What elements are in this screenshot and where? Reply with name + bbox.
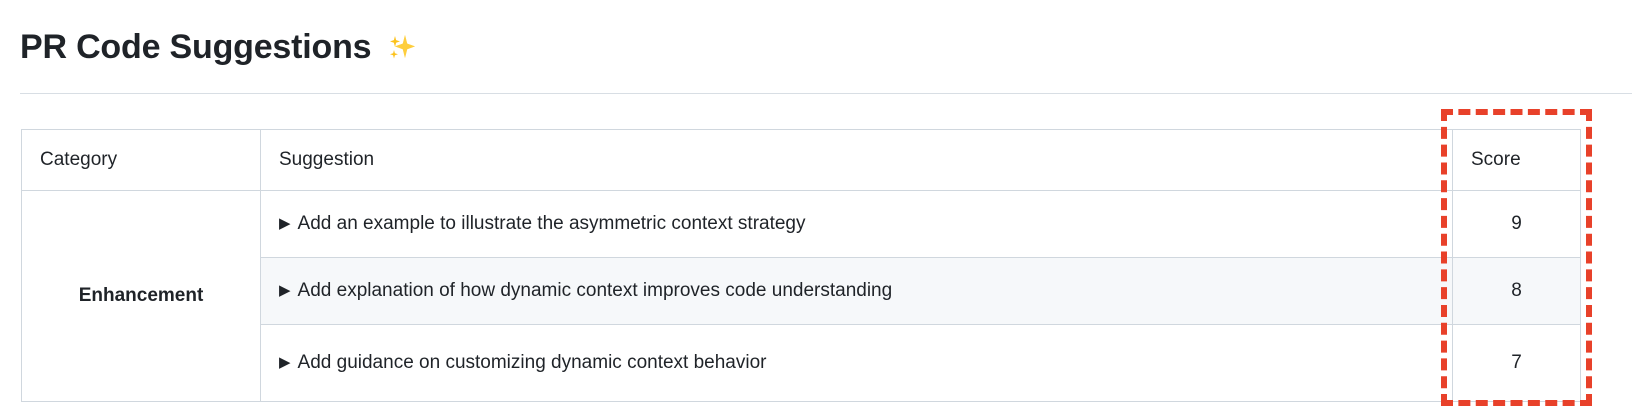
suggestions-table: Category Suggestion Score Enhancement ▶ A… xyxy=(21,129,1581,402)
title-block: PR Code Suggestions xyxy=(20,24,1612,70)
score-cell: 8 xyxy=(1452,257,1581,325)
table-header-row: Category Suggestion Score xyxy=(21,129,1581,191)
title-divider xyxy=(20,93,1632,94)
table-row: Enhancement ▶ Add an example to illustrat… xyxy=(21,190,1581,402)
disclosure-triangle-icon[interactable]: ▶ xyxy=(279,282,291,299)
disclosure-triangle-icon[interactable]: ▶ xyxy=(279,354,291,371)
suggestion-text: Add guidance on customizing dynamic cont… xyxy=(297,352,767,373)
score-cell: 7 xyxy=(1452,324,1581,402)
table-header: Category Suggestion Score xyxy=(21,129,1581,191)
column-header-score: Score xyxy=(1452,129,1581,191)
table-body: Enhancement ▶ Add an example to illustrat… xyxy=(21,190,1581,402)
column-header-suggestion: Suggestion xyxy=(260,129,1453,191)
sparkles-icon xyxy=(383,31,417,65)
category-cell-enhancement: Enhancement xyxy=(21,190,261,402)
page-title-text: PR Code Suggestions xyxy=(20,28,372,66)
score-cell: 9 xyxy=(1452,190,1581,258)
table-row: ▶ Add guidance on customizing dynamic con… xyxy=(22,324,1581,402)
table-row: ▶ Add explanation of how dynamic context … xyxy=(22,257,1581,325)
suggestion-cell[interactable]: ▶ Add explanation of how dynamic context … xyxy=(260,257,1453,325)
suggestion-text: Add explanation of how dynamic context i… xyxy=(297,280,893,301)
suggestion-text: Add an example to illustrate the asymmet… xyxy=(297,213,806,234)
column-header-category: Category xyxy=(21,129,261,191)
suggestion-cell[interactable]: ▶ Add guidance on customizing dynamic con… xyxy=(260,324,1453,402)
page-title: PR Code Suggestions xyxy=(20,24,1612,70)
suggestion-cell[interactable]: ▶ Add an example to illustrate the asymme… xyxy=(260,190,1453,258)
disclosure-triangle-icon[interactable]: ▶ xyxy=(279,215,291,232)
